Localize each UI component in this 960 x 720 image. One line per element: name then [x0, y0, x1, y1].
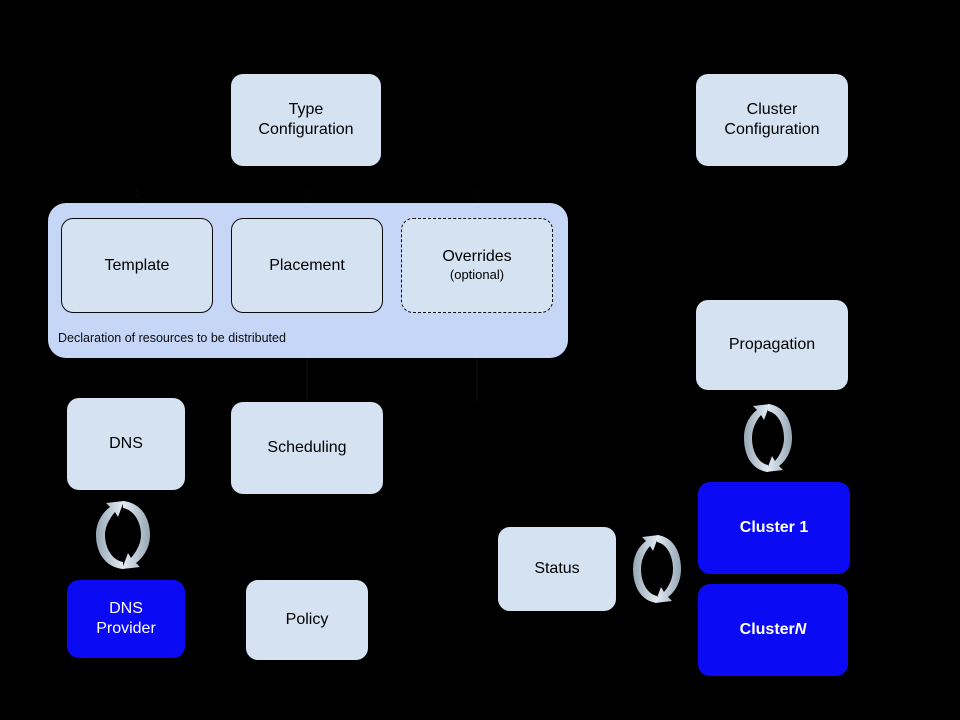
- node-cluster-n-index: N: [794, 621, 807, 638]
- node-overrides-sublabel: (optional): [449, 267, 505, 283]
- node-cluster-n[interactable]: Cluster N: [698, 584, 848, 676]
- node-status[interactable]: Status: [498, 527, 616, 611]
- node-propagation[interactable]: Propagation: [696, 300, 848, 390]
- node-dns[interactable]: DNS: [67, 398, 185, 490]
- node-cluster-n-prefix: Cluster: [739, 621, 795, 638]
- node-type-configuration[interactable]: Type Configuration: [231, 74, 381, 166]
- panel-caption: Declaration of resources to be distribut…: [58, 331, 286, 345]
- node-dns-provider[interactable]: DNS Provider: [67, 580, 185, 658]
- sync-icon-propagation: [737, 398, 799, 478]
- node-overrides-label: Overrides: [442, 248, 512, 266]
- sync-icon-status: [626, 529, 688, 609]
- node-template[interactable]: Template: [61, 218, 213, 313]
- node-cluster-configuration[interactable]: Cluster Configuration: [696, 74, 848, 166]
- node-overrides[interactable]: Overrides (optional): [401, 218, 553, 313]
- node-placement[interactable]: Placement: [231, 218, 383, 313]
- sync-icon-dns: [88, 495, 158, 575]
- node-scheduling[interactable]: Scheduling: [231, 402, 383, 494]
- node-cluster-1[interactable]: Cluster 1: [698, 482, 850, 574]
- node-policy[interactable]: Policy: [246, 580, 368, 660]
